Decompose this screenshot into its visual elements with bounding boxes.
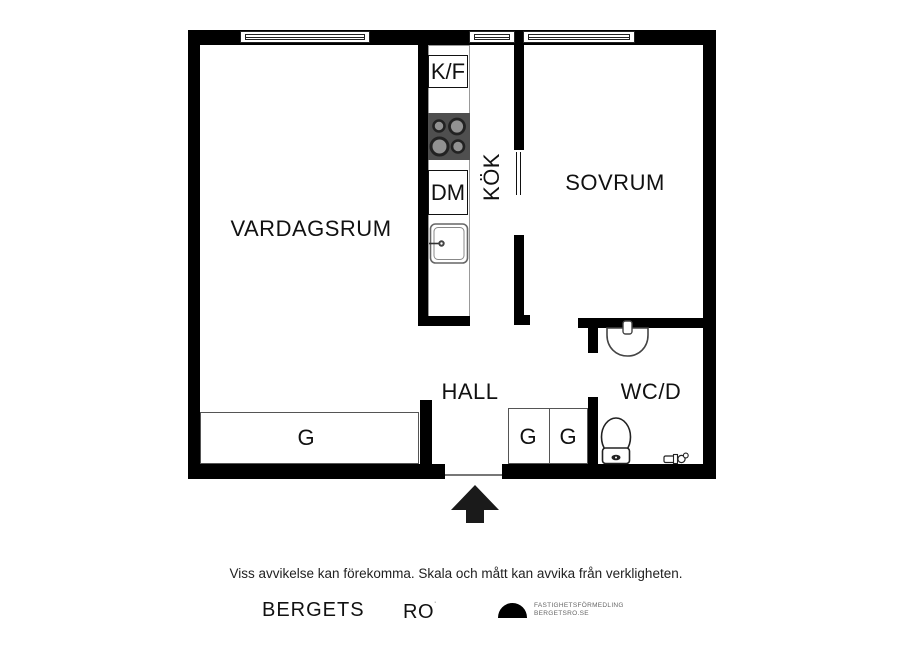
entrance-arrow-icon — [451, 485, 499, 523]
room-label-vardagsrum: VARDAGSRUM — [230, 216, 392, 241]
logo-caption-line2: BERGETSRO.SE — [534, 609, 589, 617]
wall-hall-pillar — [420, 400, 432, 464]
sink-icon — [429, 223, 469, 264]
wall-right — [703, 30, 716, 479]
wall-kitchen-left — [418, 45, 428, 317]
brand-ro-text: RO — [403, 601, 434, 623]
wall-wcd-left — [588, 397, 598, 464]
room-label-sovrum: SOVRUM — [565, 170, 665, 195]
wall-divider-lower — [514, 235, 524, 325]
washbasin-icon — [606, 320, 649, 357]
wardrobe-label: G — [559, 424, 577, 449]
wardrobe-label: G — [297, 425, 315, 450]
wardrobe-vardagsrum — [200, 412, 419, 464]
wardrobe-divider — [549, 409, 550, 463]
brand-ro: RO· — [403, 599, 436, 624]
stove-icon — [428, 113, 470, 160]
window-icon — [523, 31, 635, 43]
entrance-threshold — [445, 474, 502, 476]
toilet-icon — [600, 417, 632, 465]
window-icon — [240, 31, 370, 43]
disclaimer-text: Viss avvikelse kan förekomma. Skala och … — [229, 566, 683, 581]
glass-partition — [516, 152, 521, 195]
fridge-freezer-label: K/F — [430, 58, 466, 84]
wall-wcd-top — [578, 318, 716, 328]
dome-logo-icon — [498, 603, 527, 618]
room-label-wcd: WC/D — [620, 379, 682, 404]
wall-kitchen-cap — [418, 316, 470, 326]
wardrobe-label: G — [519, 424, 537, 449]
tap-icon — [663, 452, 689, 465]
fridge-freezer-box: K/F — [428, 55, 468, 88]
window-icon — [469, 31, 515, 43]
logo-caption: FASTIGHETSFÖRMEDLING BERGETSRO.SE — [534, 602, 624, 617]
logo-caption-line1: FASTIGHETSFÖRMEDLING — [534, 602, 624, 609]
brand-bergets: BERGETS — [262, 599, 365, 621]
wall-bottom-left — [188, 464, 445, 479]
wall-divider-foot — [514, 315, 530, 325]
wall-wcd-stub — [588, 328, 598, 353]
brand-mark: · — [434, 599, 437, 606]
dishwasher-box: DM — [428, 170, 468, 215]
wardrobe-hall — [508, 408, 588, 464]
wall-bottom-right — [502, 464, 716, 479]
wall-left — [188, 30, 200, 479]
room-label-kok: KÖK — [479, 153, 504, 201]
wall-divider-upper — [514, 30, 524, 150]
room-label-hall: HALL — [441, 379, 499, 404]
dishwasher-label: DM — [430, 179, 466, 205]
